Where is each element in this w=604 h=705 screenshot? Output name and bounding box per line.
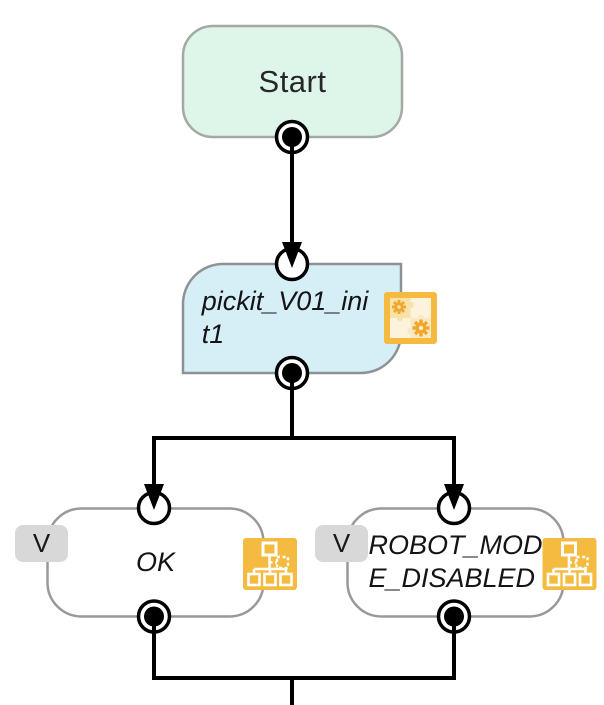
- puzzle-tab: [407, 327, 414, 335]
- tree-leaf-box: [247, 572, 261, 587]
- tree-leaf-box: [263, 572, 277, 587]
- edge-start-to-pickit: [282, 137, 302, 268]
- edge-merge-below: [152, 615, 456, 705]
- arrowhead-icon: [444, 484, 464, 510]
- arrowhead-icon: [144, 484, 164, 510]
- node-pickit-init-shape[interactable]: [181, 262, 403, 375]
- puzzle-gears-icon: [384, 292, 437, 344]
- gear-hole: [418, 325, 424, 331]
- puzzle-quadrant: [410, 298, 431, 318]
- tree-leaf-box: [279, 572, 293, 587]
- start-output-dot: [282, 127, 302, 147]
- tree-leaf-box: [546, 572, 561, 587]
- case-robot-variable-badge: V: [315, 525, 368, 562]
- edge-line: [152, 371, 456, 486]
- puzzle-quadrant: [390, 318, 411, 338]
- tree-leaf-box: [562, 572, 577, 587]
- case-ok-variable-badge: V: [15, 525, 68, 562]
- edge-line: [152, 615, 456, 705]
- case-robot-output-dot: [444, 606, 464, 627]
- gear-hole: [397, 305, 401, 309]
- arrowhead-icon: [282, 242, 302, 268]
- tree-icon: [243, 538, 297, 590]
- pickit-output-dot: [282, 363, 302, 383]
- puzzle-tab: [396, 314, 404, 322]
- case-ok-output-dot: [144, 606, 164, 627]
- tree-leaf-box: [578, 572, 593, 587]
- puzzle-tab: [407, 301, 414, 309]
- tree-icon: [542, 538, 597, 590]
- edge-pickit-branch: [144, 371, 464, 510]
